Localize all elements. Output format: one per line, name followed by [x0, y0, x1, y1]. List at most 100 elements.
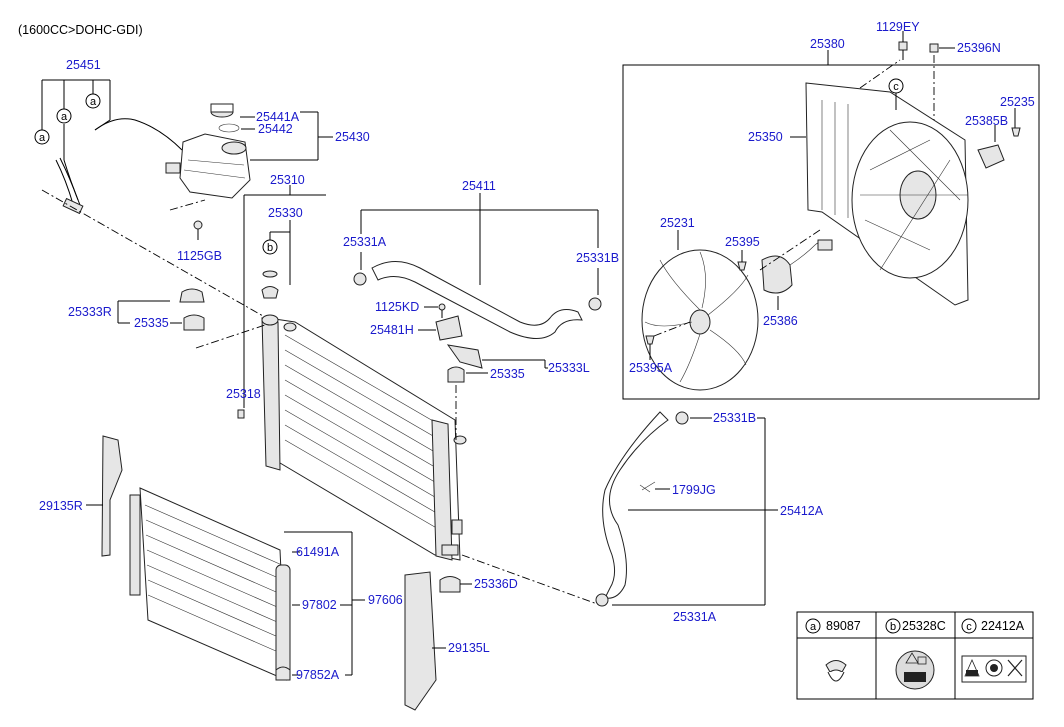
legend-b-circle	[885, 618, 901, 634]
part-label-25451[interactable]: 25451	[66, 58, 101, 72]
part-label-25481h[interactable]: 25481H	[370, 323, 414, 337]
part-label-97802[interactable]: 97802	[302, 598, 337, 612]
nut-icon	[929, 43, 939, 53]
fan-assembly-group: c 1129EY 25396N 25380 25235 25385B 25350…	[622, 20, 1040, 400]
condenser-group: 29135R 61491A 97606 97802 97852A 25336D …	[39, 435, 518, 711]
part-label-1125kd[interactable]: 1125KD	[375, 300, 419, 314]
part-label-25235[interactable]: 25235	[1000, 95, 1035, 109]
callout-a-circle	[56, 108, 72, 124]
mount-bushing	[183, 314, 205, 331]
lower-mount-insulator	[439, 576, 461, 593]
bracket	[435, 315, 463, 341]
part-label-25333l[interactable]: 25333L	[548, 361, 590, 375]
screw-icon	[645, 335, 655, 345]
air-guard-left	[404, 571, 437, 711]
part-label-97852a[interactable]: 97852A	[296, 668, 340, 682]
drain-plug	[237, 409, 245, 419]
part-label-25318[interactable]: 25318	[226, 387, 261, 401]
part-label-25335-left[interactable]: 25335	[134, 316, 169, 330]
legend-c-code: 22412A	[981, 619, 1025, 633]
callout-a-circle	[85, 93, 101, 109]
hose-clamp	[675, 411, 689, 425]
part-label-25331a-low[interactable]: 25331A	[673, 610, 717, 624]
engine-spec-title: (1600CC>DOHC-GDI)	[18, 23, 143, 37]
part-label-25331b-top[interactable]: 25331B	[576, 251, 619, 265]
part-label-25333r[interactable]: 25333R	[68, 305, 112, 319]
callout-a-label: a	[61, 111, 68, 123]
part-label-25310[interactable]: 25310	[270, 173, 305, 187]
part-label-97606[interactable]: 97606	[368, 593, 403, 607]
radiator-group: b 25310 25330 25333R 25335 25318	[68, 173, 467, 561]
hose-clamp	[353, 272, 367, 286]
part-label-1799jg[interactable]: 1799JG	[672, 483, 716, 497]
part-label-25330[interactable]: 25330	[268, 206, 303, 220]
bolt-icon	[898, 41, 908, 51]
screw-icon	[737, 261, 747, 271]
legend-c-letter: c	[966, 621, 972, 633]
legend-b-code: 25328C	[902, 619, 946, 633]
bolt-icon	[193, 220, 203, 230]
receiver-drier	[275, 564, 291, 676]
coolant-warning-label-icon	[895, 650, 935, 690]
part-label-25385b[interactable]: 25385B	[965, 114, 1008, 128]
upper-hose	[371, 261, 583, 339]
cap-seal-ring	[218, 123, 240, 133]
part-label-29135l[interactable]: 29135L	[448, 641, 490, 655]
overflow-hose	[63, 124, 81, 206]
part-label-25430[interactable]: 25430	[335, 130, 370, 144]
part-label-25395a[interactable]: 25395A	[629, 361, 673, 375]
callout-a-circle	[34, 129, 50, 145]
fan-hub	[689, 309, 711, 335]
insulator-bracket	[446, 344, 483, 369]
mount-insulator	[179, 288, 205, 303]
legend-c-circle	[961, 618, 977, 634]
part-label-25231[interactable]: 25231	[660, 216, 695, 230]
part-label-25396n[interactable]: 25396N	[957, 41, 1001, 55]
upper-hose-group: 25411 25331A 25331B 1125KD 25481H 25335 …	[343, 179, 619, 606]
filler-neck	[261, 314, 279, 326]
radiator-left-tank	[261, 317, 281, 471]
caution-label-icon	[961, 655, 1027, 683]
legend-a-circle	[805, 618, 821, 634]
part-label-25331b-low[interactable]: 25331B	[713, 411, 756, 425]
callout-a-label: a	[90, 96, 97, 108]
part-label-1125gb[interactable]: 1125GB	[177, 249, 222, 263]
air-guard-right	[101, 435, 123, 557]
part-label-1129ey[interactable]: 1129EY	[876, 20, 920, 34]
reservoir-hose-group: a a a 25451 25441A 25442 25430 1125GB	[34, 58, 370, 321]
callout-a-label: a	[39, 132, 46, 144]
motor-connector	[817, 239, 833, 251]
hose-clamp	[595, 593, 609, 607]
radiator-core	[267, 317, 461, 561]
part-label-25335-mid[interactable]: 25335	[490, 367, 525, 381]
hose-clamp	[588, 297, 602, 311]
part-label-25350[interactable]: 25350	[748, 130, 783, 144]
part-label-25442[interactable]: 25442	[258, 122, 293, 136]
drier-cap	[275, 666, 291, 681]
part-label-25411[interactable]: 25411	[462, 179, 496, 193]
radiator-right-tank	[431, 419, 453, 561]
callout-b-label: b	[267, 242, 273, 254]
hose-clip	[62, 197, 84, 215]
clip-icon	[825, 660, 847, 682]
callout-c-label: c	[893, 81, 899, 93]
part-label-61491a[interactable]: 61491A	[296, 545, 340, 559]
part-label-25386[interactable]: 25386	[763, 314, 798, 328]
fan-motor	[761, 255, 793, 294]
legend-b-letter: b	[890, 621, 896, 633]
part-label-25395[interactable]: 25395	[725, 235, 760, 249]
fan-resistor	[977, 144, 1005, 169]
part-label-25331a-top[interactable]: 25331A	[343, 235, 387, 249]
bolt-icon	[438, 303, 446, 311]
part-label-25412a[interactable]: 25412A	[780, 504, 824, 518]
callout-b-circle	[262, 239, 278, 255]
part-label-25336d[interactable]: 25336D	[474, 577, 518, 591]
ac-condenser	[139, 487, 287, 681]
part-label-25380[interactable]: 25380	[810, 37, 845, 51]
part-label-29135r[interactable]: 29135R	[39, 499, 83, 513]
mount-bushing	[447, 366, 465, 383]
fan-assembly-frame	[622, 64, 1040, 400]
part-label-25441a[interactable]: 25441A	[256, 110, 300, 124]
lower-hose	[602, 411, 669, 599]
